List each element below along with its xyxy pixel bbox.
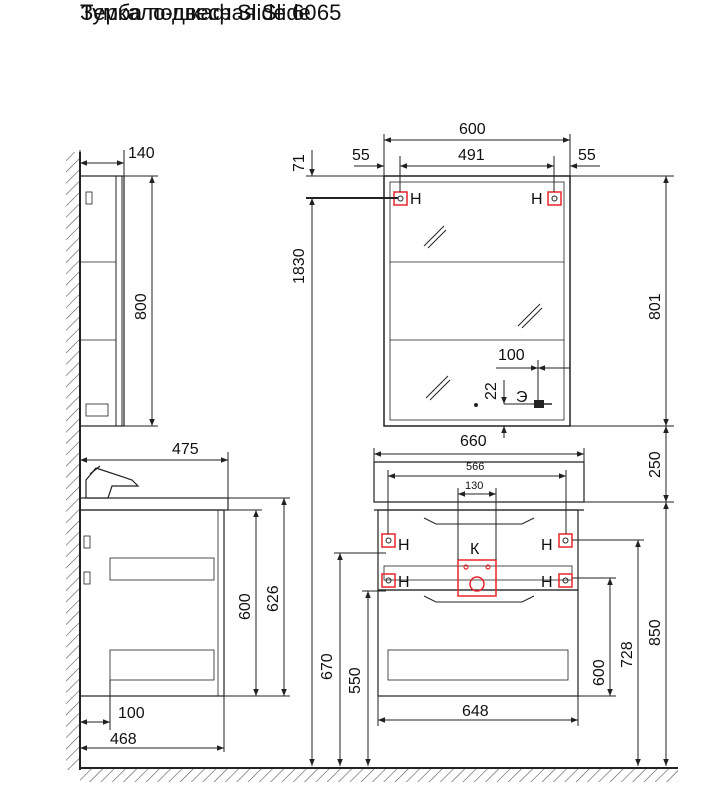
label-floor-to-mirror-top: 1830 (291, 248, 308, 284)
mirror-hanger-right-icon (547, 191, 562, 206)
dim-side-mirror-height (124, 175, 158, 427)
title-mirror-cabinet: Зеркало-шкаф Slide 60 (80, 0, 317, 25)
dim-cabinet-width (377, 696, 579, 726)
label-floor-to-bottom-holes: 550 (347, 667, 364, 694)
floor (80, 767, 678, 782)
dim-mirror-to-basin (580, 426, 674, 503)
dim-mirror-height (570, 175, 674, 427)
mark-electric: Э (516, 389, 528, 406)
label-socket-offset-y: 22 (483, 382, 500, 400)
label-side-cabinet-depth: 475 (172, 441, 199, 458)
dim-mirror-top-offset (306, 150, 398, 766)
front-vanity (373, 461, 585, 697)
label-floor-to-top-holes: 670 (319, 653, 336, 680)
title-vanity-unit: Тумба подвесная Slide 65 (80, 0, 342, 25)
front-mirror-cabinet (383, 175, 571, 427)
label-side-body-depth: 468 (110, 731, 137, 748)
label-service-zone-width: 130 (465, 480, 483, 492)
label-mirror-top-offset: 71 (291, 154, 308, 172)
dim-side-mirror-depth (79, 150, 125, 176)
dim-hole-heights (334, 552, 386, 766)
label-side-body-height: 600 (237, 593, 254, 620)
label-mirror-width: 600 (459, 121, 486, 138)
dim-side-offset (80, 680, 225, 752)
dim-mirror-width (354, 134, 600, 192)
mark-hanger: Н (398, 537, 410, 554)
dim-basin-width (373, 448, 585, 560)
side-vanity (79, 497, 229, 697)
label-side-mirror-height: 800 (133, 293, 150, 320)
vanity-hanger-top-right-icon (558, 533, 573, 548)
label-floor-to-basin: 728 (619, 641, 636, 668)
dim-side-body-height (224, 497, 290, 697)
vanity-hanger-bottom-right-icon (558, 573, 573, 588)
mark-sewer: К (470, 541, 480, 558)
label-basin-inner-width: 566 (466, 461, 484, 473)
label-floor-to-basin-top: 850 (647, 619, 664, 646)
wall (66, 152, 81, 770)
vanity-hanger-top-left-icon (381, 533, 396, 548)
label-basin-width: 660 (460, 433, 487, 450)
label-mirror-right-margin: 55 (578, 147, 596, 164)
mark-hanger: Н (541, 574, 553, 591)
dim-side-cabinet-depth (80, 452, 229, 498)
dim-socket-offset (496, 360, 570, 438)
vanity-hanger-bottom-left-icon (381, 573, 396, 588)
label-mirror-height: 801 (647, 293, 664, 320)
dim-right-heights (572, 502, 669, 766)
label-side-total-height: 626 (265, 585, 282, 612)
mark-hanger: Н (398, 574, 410, 591)
mark-hanger: Н (531, 191, 543, 208)
label-cabinet-width: 648 (462, 703, 489, 720)
mark-hanger: Н (410, 191, 422, 208)
side-mirror-cabinet (79, 175, 125, 427)
label-mount-hole-spacing: 491 (458, 147, 485, 164)
mark-hanger: Н (541, 537, 553, 554)
label-mirror-to-basin: 250 (647, 451, 664, 478)
label-side-offset: 100 (118, 705, 145, 722)
label-cabinet-height: 600 (591, 659, 608, 686)
sewer-zone-icon (457, 559, 497, 597)
label-side-mirror-depth: 140 (128, 145, 155, 162)
faucet-icon (85, 465, 140, 499)
socket-icon (474, 400, 552, 408)
label-mirror-left-margin: 55 (352, 147, 370, 164)
label-socket-offset-x: 100 (498, 347, 525, 364)
